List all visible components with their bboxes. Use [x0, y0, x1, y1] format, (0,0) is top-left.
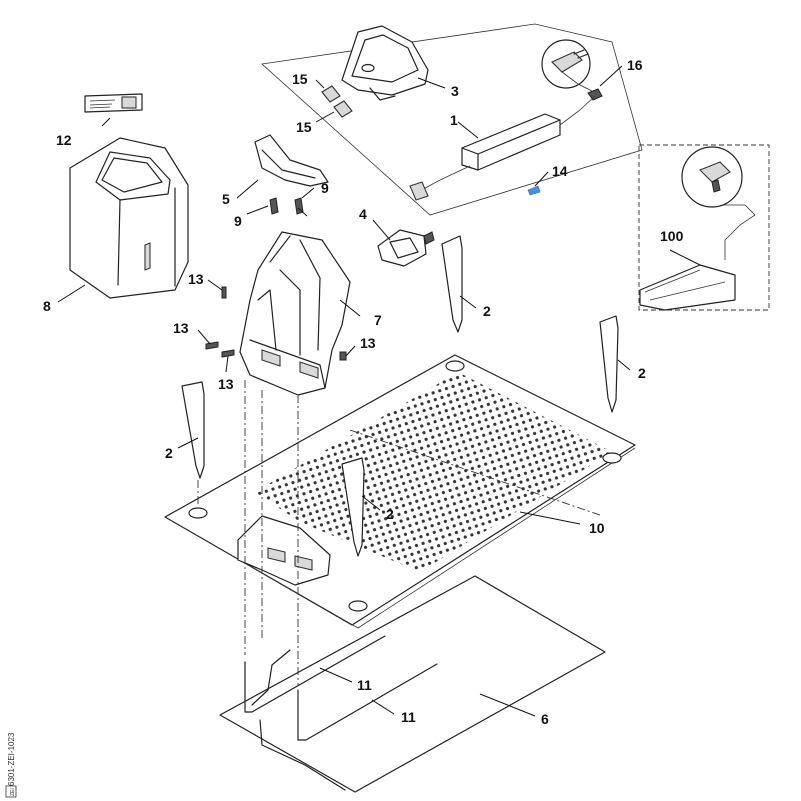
part-14-label: [527, 185, 541, 196]
part-6-ground-sheet: [219, 575, 606, 793]
part-9-connectors: [269, 197, 304, 215]
leader-lines: [57, 65, 701, 717]
power-supply-kit-group-outline: [261, 23, 643, 216]
drawing-code: 6301-ZEI-1023: [7, 732, 16, 786]
part-12-label-sticker: [84, 93, 143, 113]
part-16-plug: [541, 39, 603, 101]
callout-2-d: 2: [386, 506, 394, 522]
callout-13-a: 13: [188, 271, 204, 287]
callout-6: 6: [541, 711, 549, 727]
part-4-connector: [377, 229, 435, 267]
station-lower-part: [237, 515, 331, 586]
callout-11-a: 11: [357, 677, 372, 693]
callout-1: 1: [450, 112, 458, 128]
callout-14: 14: [552, 163, 568, 179]
callout-7: 7: [374, 312, 382, 328]
assembly-lines: [197, 380, 299, 685]
svg-text:ZEI: ZEI: [10, 788, 16, 796]
part-15-clips: [321, 85, 353, 118]
part-2-pegs: [181, 235, 619, 557]
part-5-bracket: [254, 134, 329, 187]
part-8-hood: [69, 137, 189, 299]
callout-16: 16: [627, 57, 643, 73]
inset-detail-box: [638, 144, 770, 311]
callout-100: 100: [660, 228, 684, 244]
inset-cable-part: [639, 146, 756, 311]
callout-13-b: 13: [173, 320, 189, 336]
callout-8: 8: [43, 298, 51, 314]
part-1-power-supply: [409, 95, 596, 201]
callout-2-c: 2: [165, 445, 173, 461]
lang-tag: ZEI: [5, 785, 17, 798]
callout-4: 4: [359, 206, 367, 222]
callout-5: 5: [222, 191, 230, 207]
part-10-base-plate: [164, 354, 636, 629]
callout-3: 3: [451, 83, 459, 99]
callout-10: 10: [589, 520, 605, 536]
callout-12: 12: [56, 132, 72, 148]
callout-9-left: 9: [234, 213, 242, 229]
callout-13-d: 13: [360, 335, 376, 351]
part-7-station-housing: [239, 231, 351, 396]
part-3-cover: [341, 25, 429, 101]
callout-15-bottom: 15: [296, 119, 312, 135]
callout-2-a: 2: [483, 303, 491, 319]
callout-2-b: 2: [638, 365, 646, 381]
callout-11-b: 11: [401, 709, 416, 725]
part-11-rods: [244, 635, 438, 791]
part-13-screws: [205, 286, 347, 361]
callout-15-top: 15: [292, 71, 308, 87]
callout-13-c: 13: [218, 376, 234, 392]
callout-9-right: 9: [321, 180, 329, 196]
